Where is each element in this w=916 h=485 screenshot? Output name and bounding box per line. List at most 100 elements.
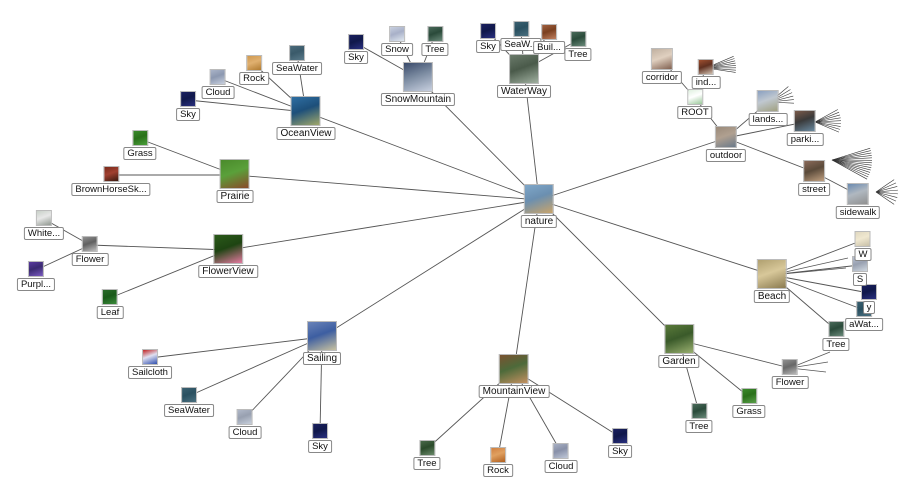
node-lands[interactable]: lands...	[748, 90, 788, 126]
node-oc_seawater[interactable]: SeaWater	[272, 45, 322, 75]
node-label[interactable]: Cloud	[544, 460, 578, 473]
node-thumbnail[interactable]	[220, 159, 250, 189]
node-thumbnail[interactable]	[855, 231, 871, 247]
node-label[interactable]: BrownHorseSk...	[71, 183, 151, 196]
node-thumbnail[interactable]	[650, 48, 673, 70]
node-ga_grass[interactable]: Grass	[732, 388, 766, 418]
node-thumbnail[interactable]	[498, 354, 529, 384]
node-sa_seawater[interactable]: SeaWater	[164, 387, 214, 417]
node-mv_sky[interactable]: Sky	[608, 428, 632, 458]
node-sm_tree[interactable]: Tree	[421, 26, 449, 56]
node-label[interactable]: Flower	[71, 253, 109, 266]
node-thumbnail[interactable]	[427, 26, 443, 42]
node-ga_flower[interactable]: Flower	[771, 359, 809, 389]
node-thumbnail[interactable]	[307, 321, 337, 351]
node-SnowMountain[interactable]: SnowMountain	[380, 62, 456, 106]
node-thumbnail[interactable]	[103, 166, 119, 182]
node-thumbnail[interactable]	[35, 210, 52, 226]
node-Beach[interactable]: Beach	[753, 259, 791, 303]
node-label[interactable]: SeaWater	[164, 404, 214, 417]
node-MountainView[interactable]: MountainView	[478, 354, 550, 398]
node-label[interactable]: WaterWay	[497, 85, 551, 98]
node-label[interactable]: Prairie	[216, 190, 254, 203]
node-label[interactable]: Sky	[608, 445, 632, 458]
node-sidewalk[interactable]: sidewalk	[835, 183, 881, 219]
node-oc_rock[interactable]: Rock	[239, 55, 269, 85]
node-corridor[interactable]: corridor	[641, 48, 683, 84]
node-label[interactable]: S	[852, 273, 868, 286]
node-street[interactable]: street	[798, 160, 830, 196]
node-label[interactable]: SeaWater	[272, 62, 322, 75]
node-label[interactable]: MountainView	[478, 385, 550, 398]
node-label[interactable]: Beach	[753, 290, 791, 303]
node-label[interactable]: Flower	[771, 376, 809, 389]
node-thumbnail[interactable]	[291, 96, 321, 126]
node-thumbnail[interactable]	[403, 62, 433, 92]
node-be_sky[interactable]: y	[861, 284, 877, 314]
node-thumbnail[interactable]	[714, 126, 737, 148]
node-thumbnail[interactable]	[802, 160, 825, 182]
node-label[interactable]: Rock	[483, 464, 513, 477]
node-thumbnail[interactable]	[781, 359, 798, 375]
node-sm_sky[interactable]: Sky	[344, 34, 368, 64]
node-label[interactable]: Grass	[123, 147, 157, 160]
node-label[interactable]: ind...	[691, 76, 721, 89]
node-mv_tree[interactable]: Tree	[413, 440, 441, 470]
node-label[interactable]: y	[862, 301, 876, 314]
node-ind[interactable]: ind...	[691, 59, 721, 89]
node-label[interactable]: Tree	[413, 457, 441, 470]
node-label[interactable]: Tree	[822, 338, 850, 351]
node-label[interactable]: lands...	[748, 113, 788, 126]
node-label[interactable]: Sky	[176, 108, 200, 121]
node-thumbnail[interactable]	[388, 26, 405, 42]
node-label[interactable]: White...	[23, 227, 65, 240]
node-thumbnail[interactable]	[509, 54, 539, 84]
node-label[interactable]: parki...	[786, 133, 824, 146]
node-label[interactable]: Sailcloth	[128, 366, 172, 379]
node-label[interactable]: Sky	[344, 51, 368, 64]
node-Sailing[interactable]: Sailing	[302, 321, 342, 365]
node-pr_horse[interactable]: BrownHorseSk...	[71, 166, 151, 196]
node-label[interactable]: FlowerView	[198, 265, 258, 278]
node-thumbnail[interactable]	[490, 447, 506, 463]
node-thumbnail[interactable]	[828, 321, 844, 337]
node-thumbnail[interactable]	[741, 388, 757, 404]
node-thumbnail[interactable]	[523, 184, 554, 214]
node-thumbnail[interactable]	[246, 55, 262, 71]
node-thumbnail[interactable]	[756, 90, 779, 112]
node-be_w[interactable]: W	[854, 231, 872, 261]
node-thumbnail[interactable]	[756, 259, 787, 289]
node-thumbnail[interactable]	[236, 409, 253, 425]
node-WaterWay[interactable]: WaterWay	[497, 54, 551, 98]
node-ww_seawater[interactable]: SeaW...	[500, 21, 542, 51]
node-fl_flower[interactable]: Flower	[71, 236, 109, 266]
node-thumbnail[interactable]	[419, 440, 435, 456]
node-label[interactable]: Rock	[239, 72, 269, 85]
node-thumbnail[interactable]	[102, 289, 118, 305]
node-label[interactable]: W	[854, 248, 872, 261]
node-fl_purple[interactable]: Purpl...	[16, 261, 56, 291]
node-label[interactable]: Sky	[476, 40, 500, 53]
node-label[interactable]: Cloud	[201, 86, 235, 99]
node-label[interactable]: Tree	[685, 420, 713, 433]
node-label[interactable]: corridor	[641, 71, 683, 84]
node-label[interactable]: Cloud	[228, 426, 262, 439]
node-label[interactable]: outdoor	[705, 149, 747, 162]
node-thumbnail[interactable]	[180, 387, 197, 403]
node-thumbnail[interactable]	[540, 24, 557, 40]
node-thumbnail[interactable]	[793, 110, 816, 132]
node-FlowerView[interactable]: FlowerView	[198, 234, 258, 278]
node-mv_cloud[interactable]: Cloud	[544, 443, 578, 473]
node-label[interactable]: Sailing	[302, 352, 342, 365]
node-label[interactable]: aWat...	[845, 318, 883, 331]
node-mv_rock[interactable]: Rock	[483, 447, 513, 477]
node-sm_snow[interactable]: Snow	[381, 26, 413, 56]
node-label[interactable]: sidewalk	[835, 206, 881, 219]
node-sa_sky[interactable]: Sky	[308, 423, 332, 453]
node-label[interactable]: street	[798, 183, 830, 196]
node-label[interactable]: OceanView	[276, 127, 336, 140]
node-thumbnail[interactable]	[570, 31, 586, 47]
node-thumbnail[interactable]	[847, 183, 869, 205]
node-ga_tree[interactable]: Tree	[685, 403, 713, 433]
node-sa_sailcloth[interactable]: Sailcloth	[128, 349, 172, 379]
